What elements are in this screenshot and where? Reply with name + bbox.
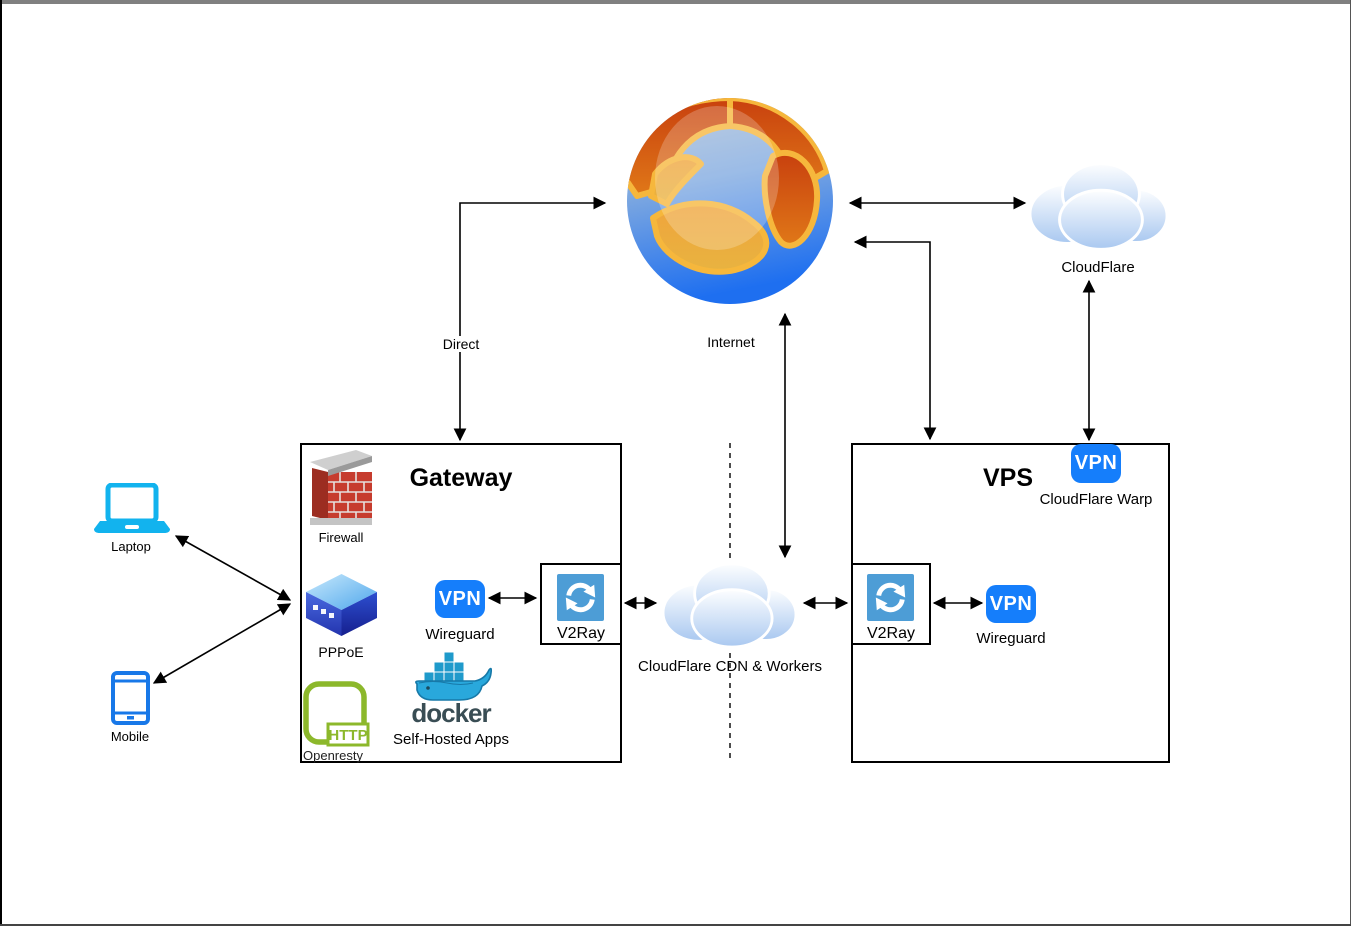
wireguard-vpn-icon-gateway: VPN: [435, 580, 485, 618]
wireguard-label-gateway: Wireguard: [425, 626, 495, 643]
laptop-icon: [94, 482, 170, 535]
vpn-icon-text: VPN: [1074, 452, 1118, 474]
docker-wordmark: docker: [411, 698, 491, 728]
mobile-icon: [111, 671, 150, 725]
cdn-workers-cloud-icon: [658, 561, 802, 649]
cdn-workers-label: CloudFlare CDN & Workers: [638, 658, 822, 675]
firewall-label: Firewall: [318, 530, 364, 545]
edge-internet-vps: [853, 235, 937, 441]
frame-top-edge: [0, 0, 1351, 4]
gateway-title: Gateway: [409, 464, 513, 492]
mobile-label: Mobile: [110, 729, 150, 744]
wireguard-vpn-icon-vps: VPN: [986, 585, 1036, 623]
docker-whale-icon: [413, 650, 493, 703]
openresty-label: Openresty: [303, 748, 363, 763]
v2ray-label-gateway: V2Ray: [556, 625, 606, 642]
self-hosted-apps-label: Self-Hosted Apps: [393, 731, 509, 748]
cloudflare-warp-vpn-icon: VPN: [1071, 444, 1121, 483]
firewall-icon: [308, 446, 374, 528]
wireguard-label-vps: Wireguard: [976, 630, 1046, 647]
v2ray-sync-icon-gateway: [557, 574, 604, 621]
v2ray-label-vps: V2Ray: [866, 625, 916, 642]
cloudflare-label: CloudFlare: [1061, 259, 1135, 276]
pppoe-router-icon: [304, 572, 379, 640]
direct-edge-label: Direct: [439, 336, 483, 352]
laptop-label: Laptop: [111, 539, 151, 554]
vps-title: VPS: [982, 464, 1034, 492]
frame-bottom-edge: [0, 924, 1351, 926]
edge-mobile-gateway: [152, 603, 292, 684]
internet-label: Internet: [707, 334, 755, 350]
openresty-http-icon: HTTP: [302, 680, 370, 748]
vpn-icon-text: VPN: [989, 592, 1033, 615]
frame-left-edge: [0, 0, 2, 926]
cloudflare-cloud-icon: [1028, 160, 1170, 252]
edge-laptop-gateway: [174, 535, 292, 601]
http-icon-text: HTTP: [328, 727, 367, 744]
vpn-icon-text: VPN: [438, 587, 482, 610]
pppoe-label: PPPoE: [318, 644, 364, 660]
cloudflare-warp-label: CloudFlare Warp: [1039, 491, 1153, 508]
edge-gateway-internet-direct: [453, 196, 607, 442]
internet-globe-icon: [625, 96, 835, 306]
v2ray-sync-icon-vps: [867, 574, 914, 621]
